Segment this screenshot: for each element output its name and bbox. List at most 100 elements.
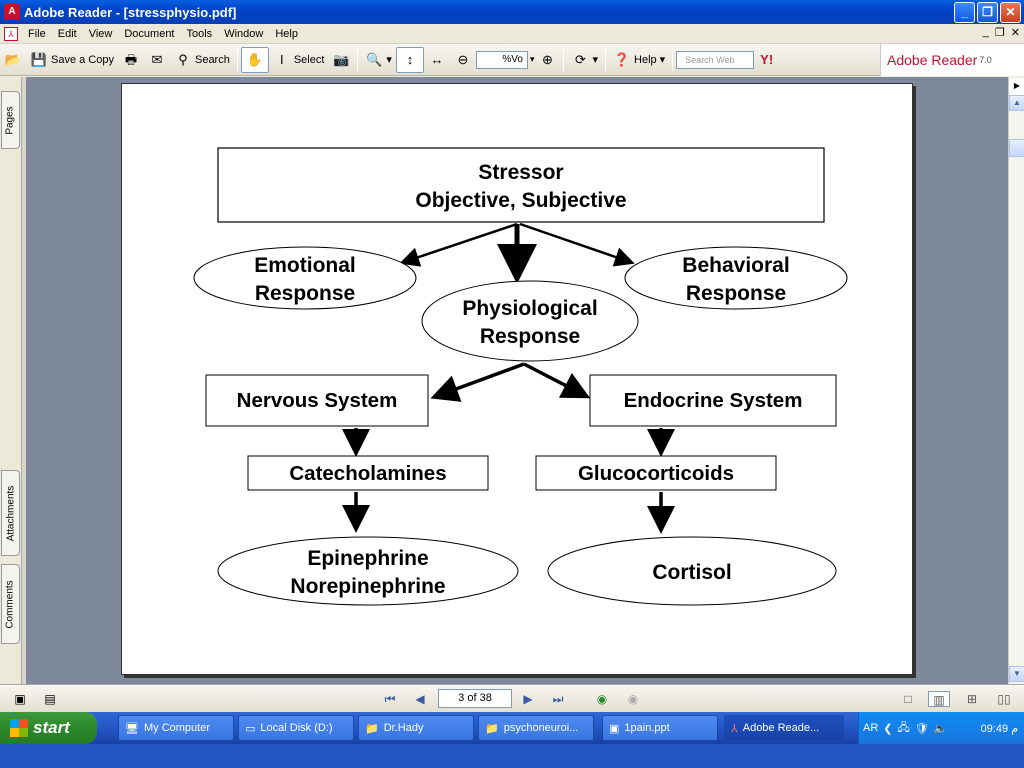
- task-label: 1pain.ppt: [624, 722, 670, 734]
- task-psychoneuroi[interactable]: 📁psychoneuroi...: [478, 715, 594, 741]
- arrow-to-nervous: [430, 362, 525, 402]
- scroll-up-button[interactable]: ▲: [1009, 95, 1024, 111]
- panel-splitter[interactable]: [22, 77, 26, 684]
- close-button[interactable]: ✕: [1000, 2, 1021, 23]
- brand-version: 7.0: [979, 55, 992, 65]
- tab-comments-label: Comments: [5, 579, 17, 629]
- menu-document[interactable]: Document: [124, 27, 175, 40]
- panel-toggle-icon[interactable]: ▶: [1009, 79, 1024, 95]
- windows-logo-icon: [10, 719, 28, 737]
- scroll-thumb[interactable]: [1009, 139, 1024, 157]
- vertical-scrollbar[interactable]: ▶ ▲ ▼: [1008, 77, 1024, 684]
- restore-button[interactable]: ❐: [977, 2, 998, 23]
- security-icon[interactable]: 🛡: [914, 722, 929, 735]
- search-button[interactable]: ⚲Search: [170, 47, 234, 73]
- previous-page-button[interactable]: ◀: [415, 692, 425, 706]
- doc-minimize-button[interactable]: _: [982, 26, 989, 38]
- menu-tools[interactable]: Tools: [186, 27, 213, 40]
- yahoo-icon[interactable]: Y!: [760, 52, 774, 67]
- taskbar: start 🖥My Computer ▭Local Disk (D:) 📁Dr.…: [0, 712, 1024, 744]
- single-page-view-icon[interactable]: □: [904, 692, 912, 706]
- task-local-disk[interactable]: ▭Local Disk (D:): [238, 715, 354, 741]
- arrow-to-endocrine: [523, 362, 591, 399]
- rotate-view-button[interactable]: ⟳▾: [567, 47, 602, 73]
- snapshot-tool-button[interactable]: 📷: [328, 47, 354, 73]
- start-label: start: [33, 718, 70, 737]
- facing-view-icon[interactable]: ⊞: [966, 692, 978, 706]
- open-button[interactable]: 📂: [0, 47, 26, 73]
- window-title: Adobe Reader - [stressphysio.pdf]: [24, 4, 237, 20]
- task-my-computer[interactable]: 🖥My Computer: [118, 715, 234, 741]
- continuous-view-icon[interactable]: ▥: [928, 691, 950, 707]
- save-copy-label: Save a Copy: [51, 53, 114, 66]
- hand-icon: ✋: [246, 51, 263, 67]
- first-page-button[interactable]: ⏮: [384, 692, 396, 706]
- zoom-tool-button[interactable]: 🔍▾: [361, 47, 396, 73]
- email-button[interactable]: ✉: [144, 47, 170, 73]
- last-page-button[interactable]: ⏭: [552, 692, 564, 706]
- tab-comments[interactable]: Comments: [1, 564, 20, 644]
- tab-pages[interactable]: Pages: [1, 91, 20, 149]
- toolbar-separator: [357, 48, 359, 71]
- emotional-response-ellipse: [193, 246, 417, 310]
- page-number-input[interactable]: 3 of 38: [438, 689, 512, 708]
- continuous-facing-view-icon[interactable]: ▯▯: [997, 692, 1011, 706]
- emotional-label-line2: Response: [255, 282, 355, 305]
- rotate-page-icon: ⟳: [575, 51, 586, 67]
- zoom-input[interactable]: %Vo: [475, 50, 528, 69]
- previous-view-button[interactable]: ◉: [596, 692, 608, 706]
- language-indicator[interactable]: AR: [863, 722, 879, 734]
- folder-icon: 📁: [485, 722, 499, 735]
- menu-help[interactable]: Help: [275, 27, 298, 40]
- clock[interactable]: 09:49 م: [980, 722, 1018, 735]
- tab-attachments[interactable]: Attachments: [1, 470, 20, 556]
- volume-icon[interactable]: 🔈: [933, 722, 948, 735]
- chevron-down-icon: ▾: [386, 54, 392, 66]
- toolbar-separator: [236, 48, 238, 71]
- fit-width-button[interactable]: ↔: [424, 47, 450, 73]
- task-1pain-ppt[interactable]: ▣1pain.ppt: [602, 715, 718, 741]
- printer-icon: 🖶: [124, 51, 138, 67]
- menu-edit[interactable]: Edit: [57, 27, 77, 40]
- task-adobe-reader[interactable]: ⅄Adobe Reade...: [724, 715, 844, 741]
- epinephrine-ellipse: [217, 536, 519, 606]
- task-dr-hady[interactable]: 📁Dr.Hady: [358, 715, 474, 741]
- doc-close-button[interactable]: ✕: [1010, 27, 1020, 39]
- help-icon: ❓: [613, 51, 631, 67]
- adobe-reader-icon: A: [4, 4, 20, 20]
- save-copy-button[interactable]: 💾Save a Copy: [26, 47, 118, 73]
- search-label: Search: [194, 53, 230, 66]
- menu-window[interactable]: Window: [224, 27, 264, 40]
- zoom-dropdown-icon[interactable]: ▾: [529, 54, 535, 64]
- network-icon[interactable]: 🖧: [897, 721, 910, 734]
- hand-tool-button[interactable]: ✋: [240, 46, 269, 73]
- menu-view[interactable]: View: [88, 27, 113, 40]
- fit-width-icon: ↔: [430, 51, 444, 67]
- zoom-out-button[interactable]: ⊖: [450, 47, 476, 73]
- toolbar-separator: [672, 48, 674, 71]
- stressor-subtitle: Objective, Subjective: [415, 189, 626, 212]
- show-hidden-icons-button[interactable]: ❮: [883, 722, 893, 735]
- zoom-in-button[interactable]: ⊕: [534, 47, 560, 73]
- print-button[interactable]: 🖶: [118, 47, 144, 73]
- drive-icon: ▭: [245, 722, 256, 735]
- scroll-down-button[interactable]: ▼: [1009, 666, 1024, 682]
- fit-page-button[interactable]: ↕: [395, 46, 424, 73]
- next-page-button[interactable]: ▶: [523, 692, 533, 706]
- physiological-response-ellipse: [421, 280, 639, 362]
- page-layout-icon[interactable]: ▣: [14, 692, 26, 706]
- adobe-brand: Adobe Reader 7.0: [880, 44, 1024, 76]
- doc-restore-button[interactable]: ❐: [994, 27, 1005, 39]
- email-icon: ✉: [151, 51, 163, 67]
- minimize-button[interactable]: _: [954, 2, 975, 23]
- next-view-button[interactable]: ◉: [627, 692, 639, 706]
- menu-file[interactable]: File: [28, 27, 46, 40]
- save-icon: 💾: [30, 51, 48, 67]
- start-button[interactable]: start: [0, 712, 97, 744]
- page-size-icon[interactable]: ▤: [44, 692, 56, 706]
- pdf-document-icon[interactable]: ⅄: [4, 26, 18, 41]
- behavioral-label-line1: Behavioral: [682, 254, 789, 277]
- help-button[interactable]: ❓Help▾: [609, 47, 669, 73]
- search-web-input[interactable]: Search Web: [676, 50, 755, 69]
